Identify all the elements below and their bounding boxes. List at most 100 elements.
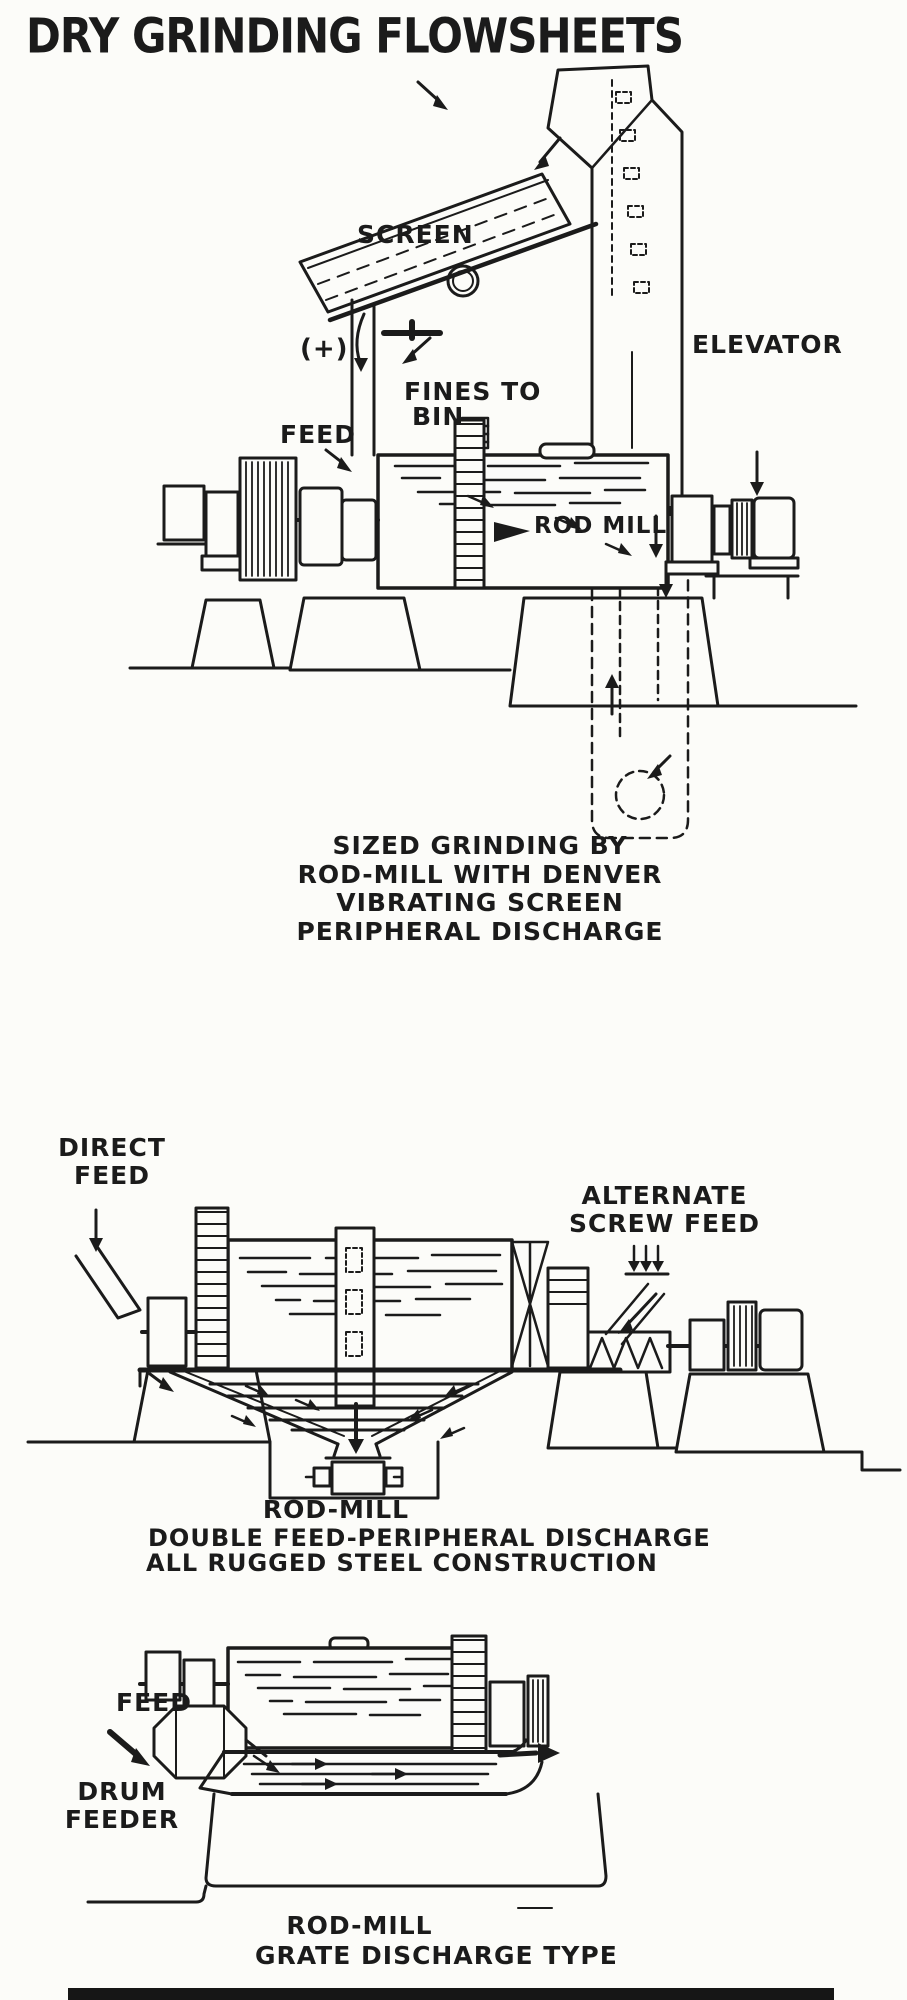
feed-arrow (107, 1729, 150, 1766)
caption-line: SIZED GRINDING BY (332, 831, 628, 860)
caption-double-feed-line2: DOUBLE FEED-PERIPHERAL DISCHARGE (148, 1524, 711, 1552)
caption-grate-line2: GRATE DISCHARGE TYPE (255, 1941, 618, 1970)
discharge-trough (198, 1738, 544, 1796)
fines-spout (381, 319, 443, 341)
oversize-return-chute (350, 298, 376, 457)
triple-feed-arrows (624, 1244, 670, 1276)
label-alternate-line1: ALTERNATE (581, 1181, 748, 1210)
foundation-piers (128, 574, 858, 708)
mill-shell (226, 1226, 550, 1408)
label-alternate-screw-feed: ALTERNATE SCREW FEED (552, 1182, 777, 1237)
caption-line: ROD-MILL WITH DENVER (297, 859, 663, 889)
caption-line: PERIPHERAL DISCHARGE (296, 916, 664, 946)
label-drum-feeder-line2: FEEDER (64, 1804, 180, 1834)
flow-arrow (605, 674, 619, 716)
discharge-pit (268, 1440, 440, 1500)
flow-arrow (440, 1426, 466, 1439)
label-fines-to-bin-line1: FINES TO (404, 377, 542, 406)
label-alternate-line2: SCREW FEED (569, 1208, 760, 1238)
mill-shell (226, 1636, 464, 1750)
direct-feed-chute (74, 1246, 142, 1320)
flow-arrow (444, 1384, 470, 1397)
flow-arrow (252, 1754, 280, 1773)
flow-arrow (534, 136, 562, 170)
flow-arrows-diagram1 (324, 80, 764, 779)
bottom-ink-bar (68, 1988, 834, 2000)
drive-train-right (664, 494, 800, 576)
flow-arrows-diagram2 (89, 1208, 670, 1454)
flow-arrow (324, 448, 352, 472)
flow-arrow (294, 1398, 320, 1411)
label-screen: SCREEN (357, 220, 474, 249)
right-bearing (488, 1674, 550, 1748)
discharge-arrow (497, 1743, 560, 1763)
label-direct-feed-line1: DIRECT (58, 1133, 166, 1162)
screen-vibrator-circle (446, 264, 480, 298)
page-title: DRY GRINDING FLOWSHEETS (26, 8, 684, 64)
label-feed-3: FEED (116, 1688, 192, 1717)
flow-arrow (750, 450, 764, 496)
drive-pulley (238, 456, 298, 582)
foundation (86, 1792, 608, 1909)
left-bearing (140, 1296, 198, 1368)
ring-gear (453, 418, 486, 590)
drive-train-right (666, 1300, 804, 1372)
flow-arrow (300, 1778, 338, 1790)
flow-arrow (402, 336, 432, 364)
flow-arrow (647, 754, 672, 779)
elevator-buckets (615, 91, 650, 294)
flow-arrow (408, 1408, 434, 1421)
flow-arrow (604, 542, 632, 556)
alternate-feed-chute (604, 1282, 666, 1346)
flow-arrow (618, 1292, 658, 1334)
peripheral-discharge-hopper (137, 1367, 623, 1496)
flow-arrow (659, 560, 673, 598)
flow-arrow (89, 1208, 103, 1252)
label-direct-feed: DIRECT FEED (52, 1134, 172, 1189)
screw-feeder (546, 1266, 672, 1374)
head-trestle (510, 1240, 550, 1368)
trunnion-bearing (546, 1266, 590, 1370)
motor (758, 1308, 804, 1372)
label-rod-mill: ROD MILL (534, 513, 668, 539)
elevator-boot-pit (590, 520, 690, 840)
center-column (334, 1226, 376, 1408)
flow-arrow (348, 1402, 364, 1454)
flow-arrow (244, 1384, 270, 1397)
label-elevator: ELEVATOR (692, 330, 843, 359)
rod-mill-pointer-arrow (494, 522, 530, 542)
caption-grate-line1: ROD-MILL (286, 1911, 433, 1940)
flow-arrow (230, 1414, 256, 1427)
label-drum-feeder: DRUM FEEDER (52, 1778, 192, 1833)
flow-arrow (290, 1758, 328, 1770)
flow-arrows-diagram3 (107, 1729, 560, 1790)
diagram-grate-discharge-drawing (86, 1634, 608, 1909)
label-oversize-plus: (+) (300, 334, 349, 364)
flow-arrow (649, 514, 663, 558)
flow-arrow (148, 1372, 174, 1392)
flow-arrow (416, 80, 448, 110)
label-fines-to-bin-line2: BIN (412, 402, 465, 431)
label-feed: FEED (280, 420, 356, 449)
foundation-piers (26, 1368, 902, 1500)
flow-arrow (354, 312, 368, 372)
sampler-box (330, 1460, 386, 1496)
caption-sized-grinding: SIZED GRINDING BY ROD-MILL WITH DENVER V… (285, 831, 675, 946)
diagram-sized-grinding-drawing (128, 64, 858, 840)
caption-double-feed-line1: ROD-MILL (262, 1495, 410, 1524)
ring-gear (194, 1206, 230, 1370)
ring-gear (450, 1634, 488, 1754)
diagram-double-feed-drawing (26, 1206, 902, 1500)
label-drum-feeder-line1: DRUM (77, 1777, 167, 1806)
flow-arrow (554, 516, 582, 530)
drum-feeder (138, 1650, 268, 1780)
caption-double-feed-line3: ALL RUGGED STEEL CONSTRUCTION (146, 1549, 658, 1577)
vibrating-screen (298, 172, 599, 323)
flow-arrow (370, 1768, 408, 1780)
flow-arrow (466, 494, 494, 508)
label-direct-feed-line2: FEED (74, 1160, 150, 1190)
motor (752, 496, 796, 560)
caption-line: VIBRATING SCREEN (336, 888, 624, 917)
